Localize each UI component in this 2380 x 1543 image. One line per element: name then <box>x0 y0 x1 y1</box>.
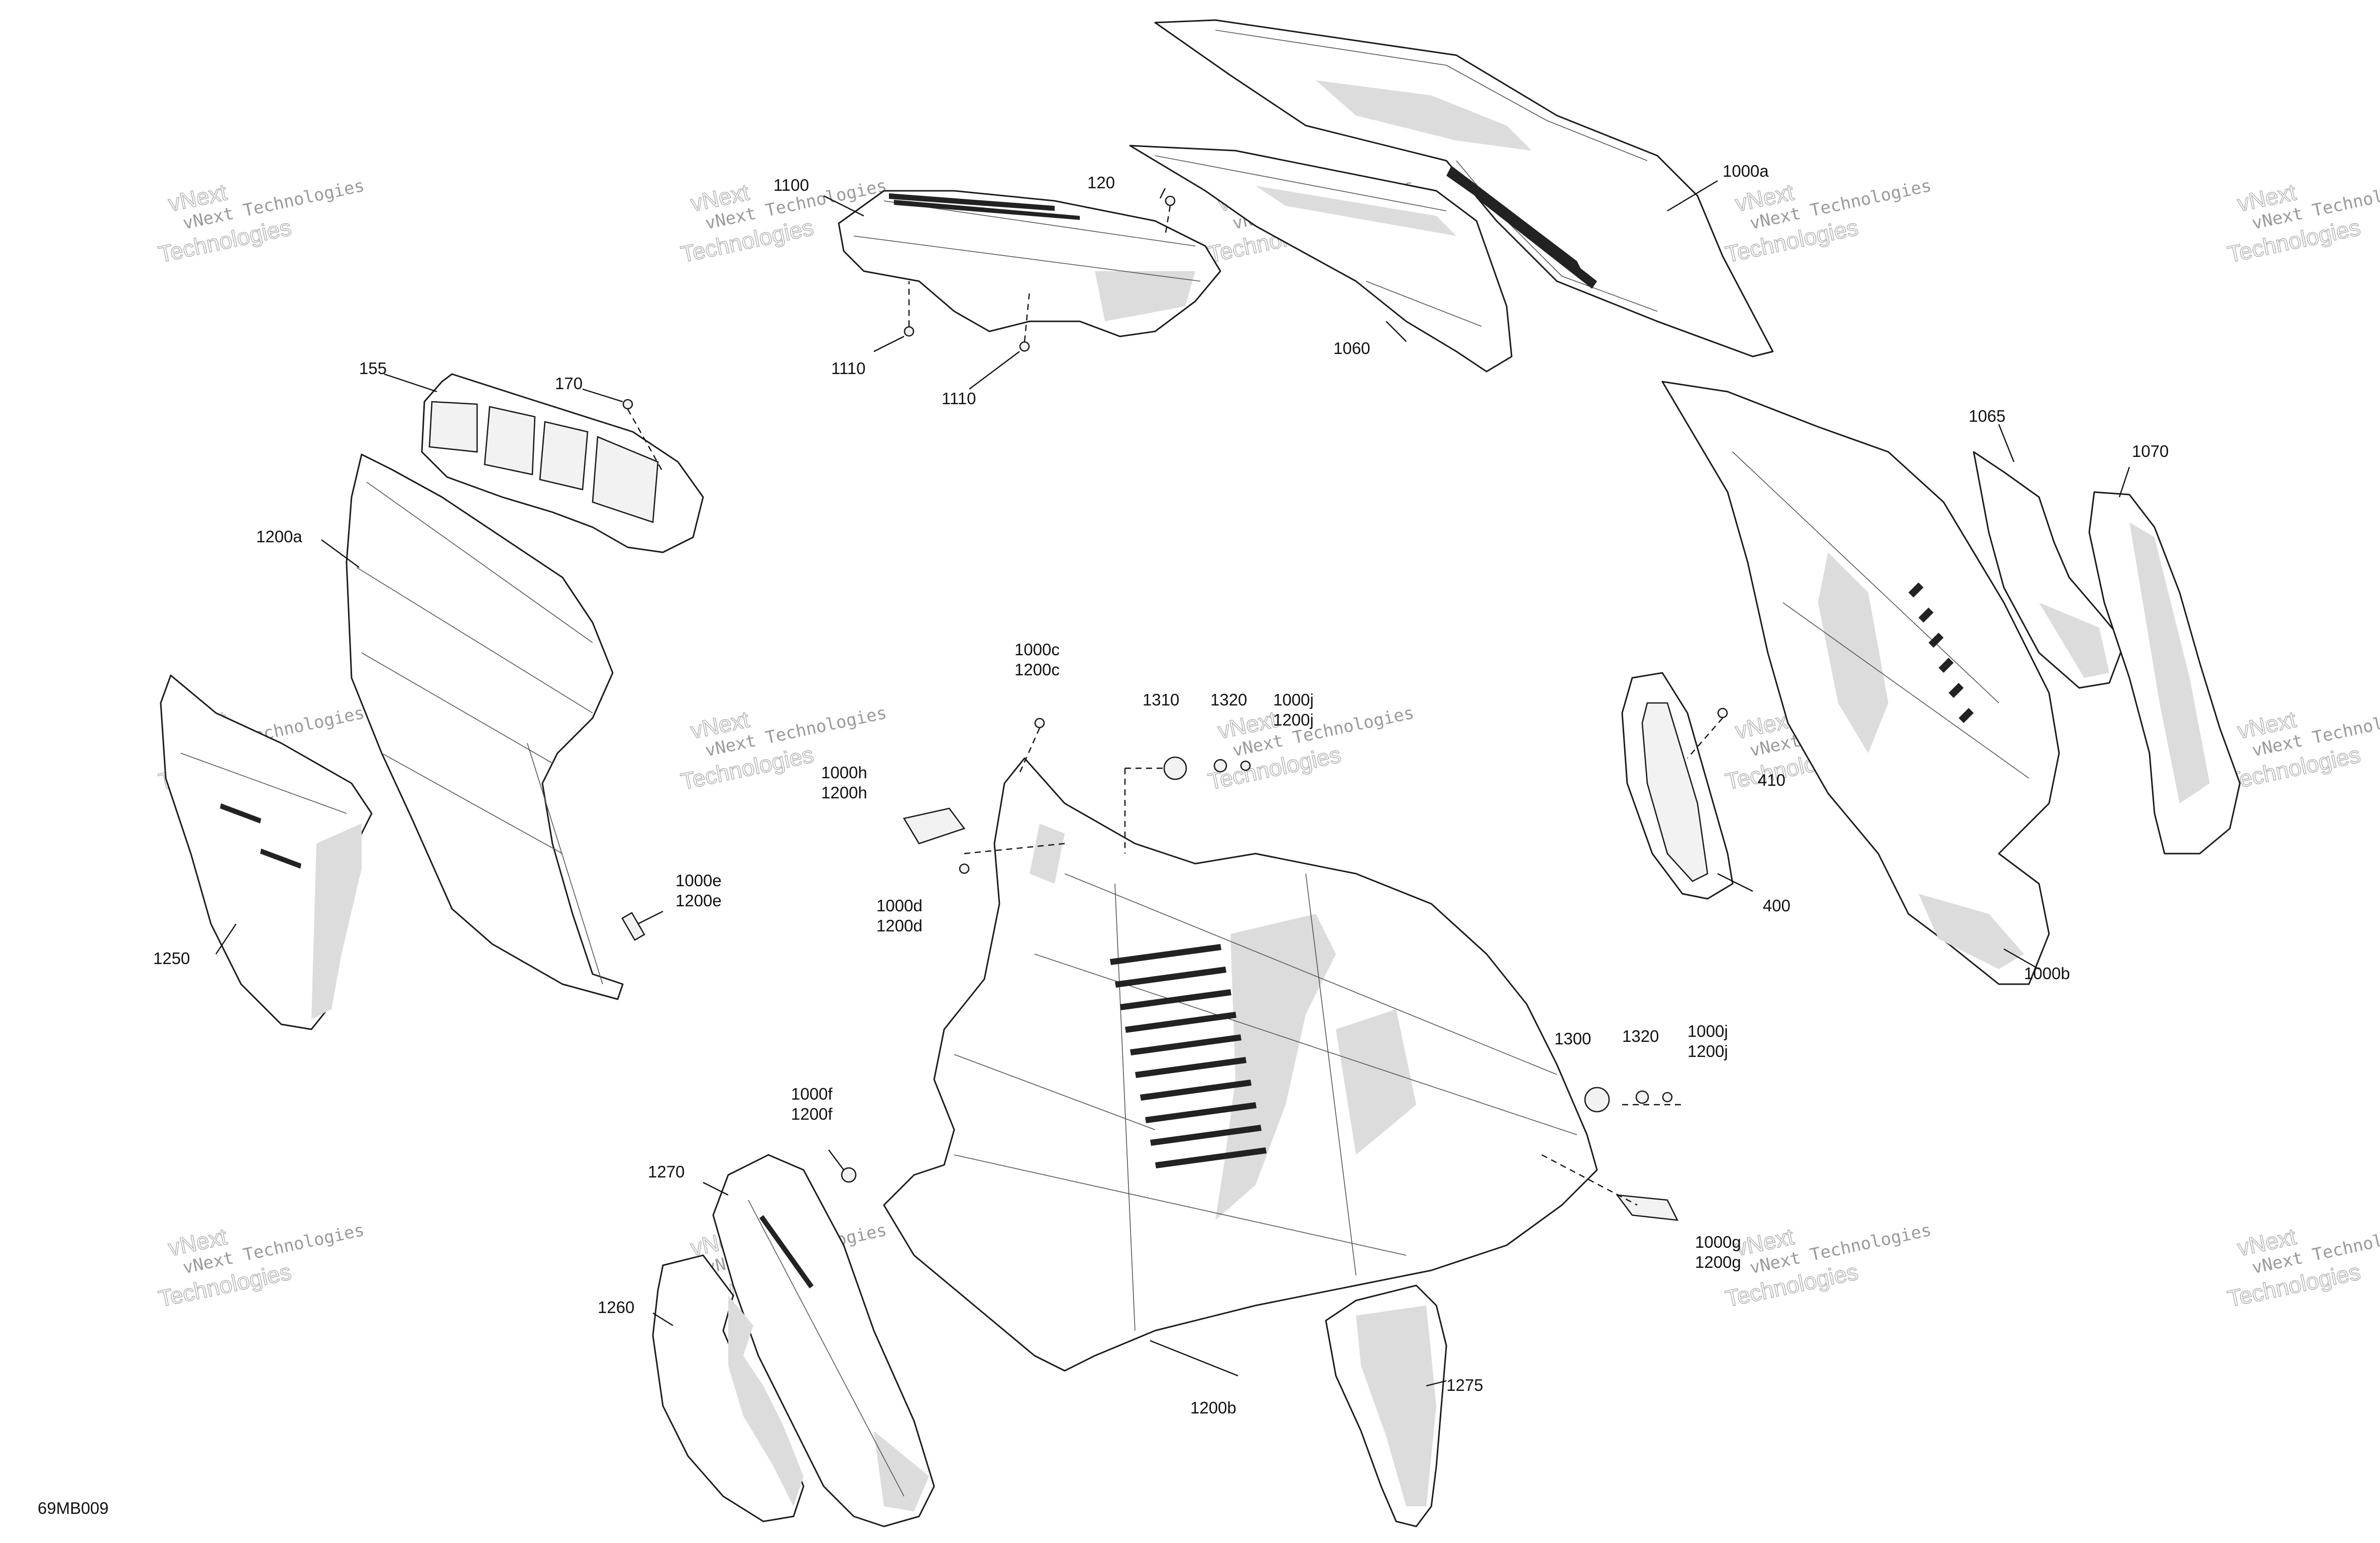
callout-1000d-1200d: 1000d 1200d <box>876 896 923 935</box>
svg-text:1000c: 1000c <box>1014 640 1060 659</box>
callout-1100: 1100 <box>773 176 809 194</box>
callout-1320-right: 1320 <box>1622 1027 1659 1045</box>
callout-1250: 1250 <box>153 949 190 968</box>
part-1320-washer <box>1635 1090 1649 1104</box>
panel-vent-slots <box>1908 582 1974 723</box>
part-1000j-screw <box>1240 760 1251 771</box>
callout-1260: 1260 <box>598 1298 634 1317</box>
watermark: vNext vNext Technologies Technologies <box>2225 703 2380 795</box>
part-1000e-clip <box>621 912 645 941</box>
watermark: vNext vNext Technologies Technologies <box>2225 1220 2380 1313</box>
callout-1000f-1200f: 1000f 1200f <box>791 1085 833 1123</box>
callout-labels: 1000a 1000b 1000c 1200c 1000d 1200d 1000… <box>153 162 2169 1417</box>
leader-lines <box>215 180 2130 1387</box>
svg-text:1000d: 1000d <box>876 896 923 915</box>
part-1000j-screw <box>1662 1092 1673 1103</box>
svg-text:1200e: 1200e <box>675 891 722 910</box>
callout-1000b: 1000b <box>2024 964 2070 983</box>
part-1270-lower-panel <box>712 1154 935 1527</box>
svg-text:1000g: 1000g <box>1695 1233 1741 1251</box>
callout-1000h-1200h: 1000h 1200h <box>821 763 867 802</box>
part-1000a-upper-panel <box>1154 19 1774 358</box>
assembly-lines <box>627 205 1723 1206</box>
hardware-items <box>621 195 1728 1221</box>
part-1275-lower-trim <box>1325 1284 1447 1527</box>
callout-1300: 1300 <box>1554 1029 1591 1048</box>
callout-1200b: 1200b <box>1190 1398 1236 1417</box>
watermark: vNext vNext Technologies Technologies <box>1723 1220 1933 1313</box>
svg-text:1200f: 1200f <box>791 1105 833 1123</box>
body-vent-slots <box>1110 944 1267 1168</box>
callout-1110-b: 1110 <box>942 389 976 408</box>
callout-400: 400 <box>1763 896 1790 915</box>
svg-text:1000f: 1000f <box>791 1085 833 1103</box>
callout-410: 410 <box>1758 771 1785 789</box>
callout-1270: 1270 <box>648 1162 685 1181</box>
callout-1200a: 1200a <box>256 527 302 546</box>
part-1070-side-trim <box>2088 491 2241 855</box>
callout-1000c-1200c: 1000c 1200c <box>1014 640 1060 679</box>
part-1310-fastener <box>1163 756 1187 780</box>
callout-1000e-1200e: 1000e 1200e <box>675 871 722 910</box>
svg-text:1200h: 1200h <box>821 783 867 802</box>
part-400-bezel <box>1621 672 1734 900</box>
callout-1110-a: 1110 <box>831 359 866 378</box>
svg-text:1000j: 1000j <box>1273 690 1314 709</box>
part-170-screw <box>622 399 633 410</box>
part-1000b-right-panel <box>1661 381 2060 985</box>
callout-1275: 1275 <box>1446 1376 1483 1394</box>
callout-1060: 1060 <box>1333 339 1370 358</box>
part-1000c-screw <box>1034 718 1045 729</box>
part-410-screw <box>1717 707 1728 719</box>
svg-text:1200j: 1200j <box>1687 1042 1728 1060</box>
part-120-screw <box>1165 195 1176 206</box>
svg-text:1000j: 1000j <box>1687 1022 1728 1040</box>
part-1110-screw <box>1019 341 1030 352</box>
svg-text:1200d: 1200d <box>876 916 923 935</box>
part-1260-lower-left-panel <box>652 1254 805 1522</box>
part-1300-grommet <box>1584 1087 1610 1113</box>
callout-1000a: 1000a <box>1723 162 1769 180</box>
callout-1000g-1200g: 1000g 1200g <box>1695 1233 1741 1271</box>
part-1200b-main-body <box>883 757 1598 1372</box>
part-1320-washer <box>1213 759 1227 773</box>
svg-text:1200g: 1200g <box>1695 1253 1741 1271</box>
part-1000d-screw <box>959 863 970 874</box>
part-1200a-left-panel <box>346 453 624 1000</box>
watermark: vNext vNext Technologies Technologies <box>156 1220 366 1313</box>
watermark: vNext vNext Technologies Technologies <box>2225 176 2380 268</box>
callout-1070: 1070 <box>2132 442 2169 460</box>
callout-1000j-1200j-top: 1000j 1200j <box>1273 690 1314 729</box>
part-1250-lower-left-panel <box>160 674 373 1030</box>
part-1060-side-panel <box>1129 145 1513 373</box>
watermark: vNext vNext Technologies Technologies <box>156 176 366 268</box>
callout-120: 120 <box>1087 173 1115 192</box>
part-1100-vent-bracket <box>838 190 1221 337</box>
callout-170: 170 <box>555 374 583 393</box>
svg-text:1200j: 1200j <box>1273 710 1314 729</box>
part-1000g-clip <box>1616 1194 1679 1221</box>
part-1000f-pin <box>841 1167 857 1183</box>
part-1110-screw <box>903 326 915 337</box>
svg-text:1200c: 1200c <box>1014 660 1060 679</box>
callout-155: 155 <box>359 359 387 378</box>
callout-1320-top: 1320 <box>1210 690 1247 709</box>
part-155-grille <box>421 373 704 553</box>
vent-fins <box>889 193 1080 220</box>
callout-1310: 1310 <box>1143 690 1179 709</box>
svg-text:1000e: 1000e <box>675 871 722 890</box>
figure-code: 69MB009 <box>38 1499 108 1517</box>
vent-slots <box>1446 166 1597 289</box>
part-1000h-clip <box>902 807 966 845</box>
callout-1065: 1065 <box>1969 407 2005 425</box>
svg-text:1000h: 1000h <box>821 763 867 782</box>
callout-1000j-1200j-right: 1000j 1200j <box>1687 1022 1728 1060</box>
